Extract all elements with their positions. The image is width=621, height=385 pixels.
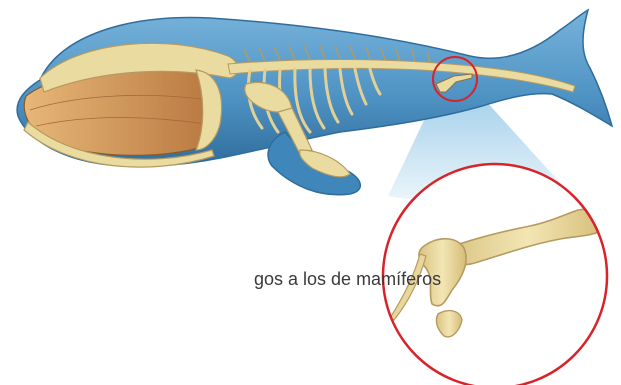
caption-cropped-area: [0, 250, 272, 310]
caption-text: gos a los de mamíferos: [254, 268, 441, 290]
